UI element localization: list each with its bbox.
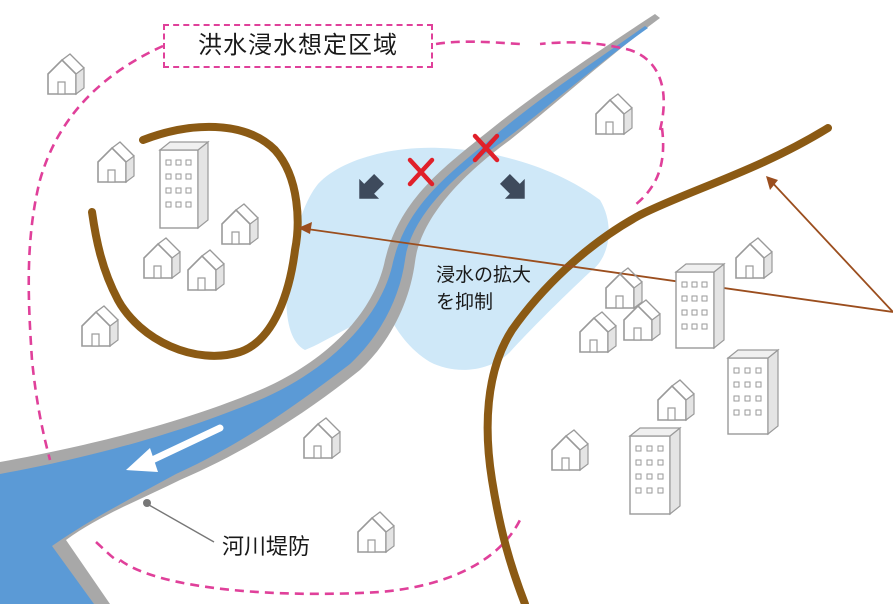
- pointer-arrowhead-ring: [298, 222, 312, 234]
- flood-zone-boundary: [27, 40, 666, 596]
- building-icon: [726, 348, 780, 436]
- dark-arrow-icon: [359, 173, 385, 199]
- pointer-line-ring: [299, 227, 893, 313]
- levee-leader-line: [148, 504, 215, 543]
- ring-levee: [88, 122, 302, 360]
- house-icon: [357, 511, 395, 553]
- house-icon: [551, 429, 589, 471]
- house-icon: [47, 53, 85, 95]
- house-icon: [579, 311, 617, 353]
- building-icon: [158, 140, 210, 230]
- house-icon: [595, 93, 633, 135]
- house-icon: [187, 249, 225, 291]
- house-icon: [735, 237, 773, 279]
- flood-zone-boundary-south: [95, 541, 121, 564]
- river-water: [0, 26, 648, 604]
- house-icon: [303, 417, 341, 459]
- flood-zone-boundary-east: [634, 127, 665, 207]
- building-icon: [628, 426, 682, 516]
- suppress-flooding-label: 浸水の拡大 を抑制: [436, 262, 531, 316]
- white-arrow-icon: [126, 424, 224, 472]
- pointer-line-secondary: [767, 177, 893, 313]
- suppress-flooding-line-2: を抑制: [436, 291, 494, 313]
- flood-zone-label: 洪水浸水想定区域: [163, 24, 433, 68]
- house-icon: [97, 141, 135, 183]
- secondary-levee: [483, 124, 832, 604]
- dark-arrow-icon: [499, 173, 525, 199]
- building-icon: [674, 262, 726, 350]
- pointer-arrowhead-secondary: [766, 176, 778, 190]
- suppress-flooding-line-1: 浸水の拡大: [436, 264, 532, 286]
- house-icon: [81, 305, 119, 347]
- house-icon: [657, 379, 695, 421]
- river-levee-label: 河川堤防: [222, 535, 311, 560]
- red-x-icon: [407, 157, 435, 187]
- house-icon: [221, 203, 259, 245]
- red-x-icon: [472, 133, 500, 163]
- house-icon: [143, 237, 181, 279]
